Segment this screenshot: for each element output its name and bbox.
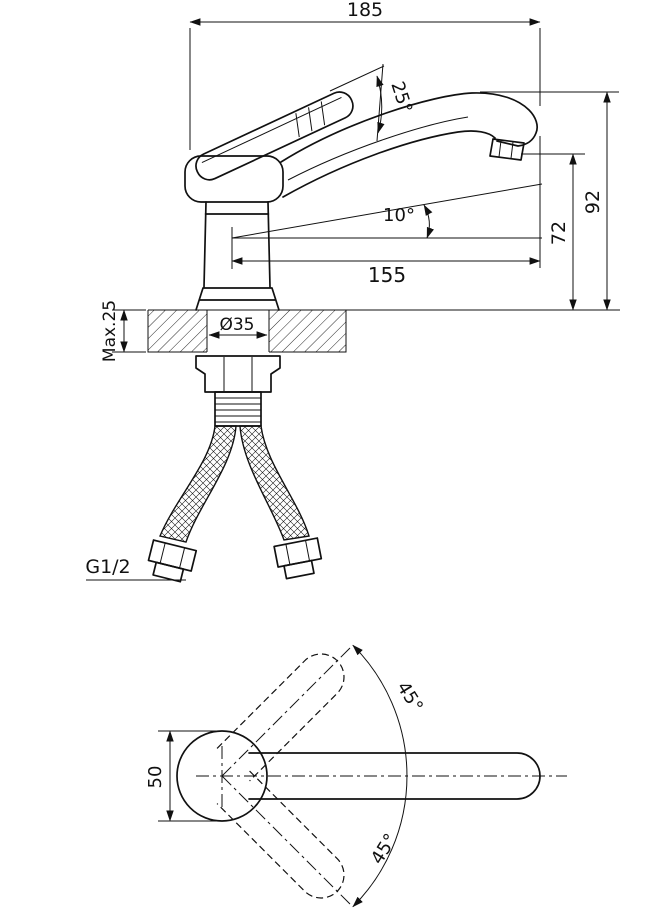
dim-label-swivel-upper: 45° [392,678,427,716]
handle-grip-lines [295,101,326,138]
body-column [203,201,271,288]
dimension-body-width: 50 [145,730,219,822]
dimension-spout-height: 72 [521,153,585,311]
side-view: 185 25° 10° 155 72 [85,0,620,583]
threaded-stem [214,391,262,427]
dimension-hole-diameter: Ø35 [208,315,268,339]
dim-label-body-width: 50 [145,766,166,789]
plan-spout-bar [248,752,541,800]
countertop-hatch-left [148,310,207,352]
plan-view: 45° 45° 50 [145,644,567,908]
hose-fitting-right [273,537,323,580]
countertop-section [147,309,347,353]
dim-label-max-thickness: Max.25 [100,300,120,362]
faucet-outline [184,91,539,311]
swivel-arc [352,644,408,908]
lock-nut [195,355,281,393]
dimension-total-width: 185 [189,0,541,268]
cartridge-housing [184,155,284,203]
ghost-spout-lower [216,770,354,908]
aerator-lines [498,140,514,159]
dimension-total-height: 92 [283,91,620,311]
dim-label-spout-reach: 155 [368,263,406,287]
dim-label-handle-angle: 25° [386,79,416,116]
hose-fitting-left [147,539,198,583]
dim-label-spout-height: 72 [548,221,570,245]
dimension-max-thickness: Max.25 [100,300,146,362]
countertop-hatch-right [269,310,346,352]
under-counter-assembly: G1/2 [85,355,323,583]
spout-lower-outline [282,130,496,198]
dim-label-swivel-lower: 45° [367,830,402,868]
dim-label-spout-angle: 10° [383,205,415,226]
plan-centerlines [196,746,567,807]
aerator [489,138,525,161]
base-flange [195,287,280,311]
ghost-spout-upper [216,644,354,782]
dimension-spout-angle: 10° [231,183,543,249]
dim-label-hole-diameter: Ø35 [219,315,254,335]
dim-label-total-height: 92 [582,190,604,214]
handle-lever [195,91,354,181]
plan-body-circle [176,730,268,822]
label-connection-thread: G1/2 [85,556,130,578]
flex-hose-right [239,425,310,541]
dim-label-total-width: 185 [347,0,383,21]
thread-lines [215,397,261,423]
dimension-spout-reach: 155 [231,249,541,287]
spout-inner-line [287,116,469,181]
flex-hose-left [159,425,237,543]
